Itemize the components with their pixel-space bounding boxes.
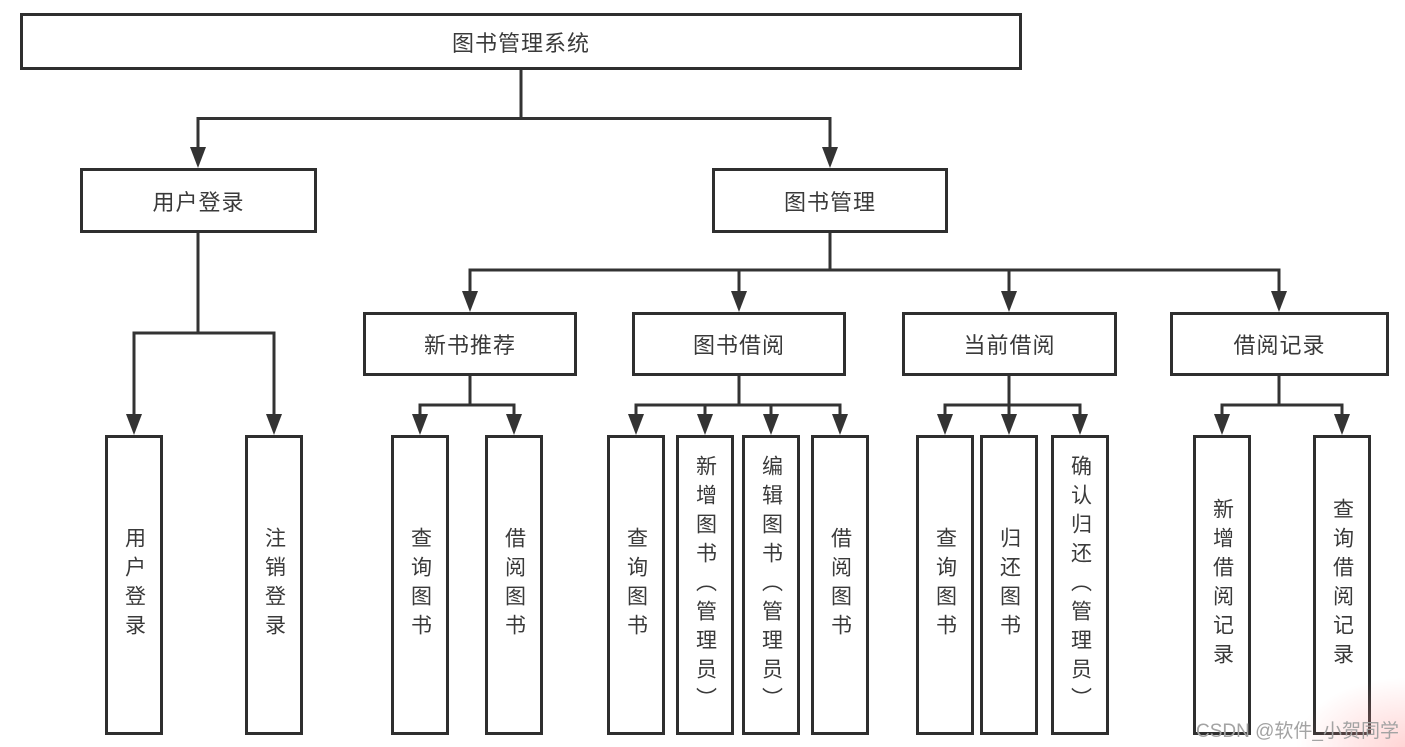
- leaf-query-books-borrowing: 查询图书: [607, 435, 665, 735]
- leaf-user-login: 用户登录: [105, 435, 163, 735]
- leaf-borrow-books-recommend-label: 借阅图书: [502, 527, 526, 643]
- leaf-return-book: 归还图书: [980, 435, 1038, 735]
- leaf-borrow-books-borrowing: 借阅图书: [811, 435, 869, 735]
- node-book-management: 图书管理: [712, 168, 948, 233]
- leaf-return-book-label: 归还图书: [997, 527, 1021, 643]
- leaf-add-book-admin: 新增图书（管理员）: [676, 435, 734, 735]
- leaf-query-borrow-record: 查询借阅记录: [1313, 435, 1371, 735]
- leaf-logout-label: 注销登录: [262, 527, 286, 643]
- leaf-borrow-books-recommend: 借阅图书: [485, 435, 543, 735]
- leaf-confirm-return-admin-label: 确认归还（管理员）: [1068, 454, 1092, 716]
- leaf-query-books-recommend: 查询图书: [391, 435, 449, 735]
- node-book-borrowing: 图书借阅: [632, 312, 846, 376]
- node-new-book-recommendation: 新书推荐: [363, 312, 577, 376]
- leaf-logout: 注销登录: [245, 435, 303, 735]
- leaf-query-books-current-label: 查询图书: [933, 527, 957, 643]
- node-library-management-system: 图书管理系统: [20, 13, 1022, 70]
- leaf-add-borrow-record-label: 新增借阅记录: [1210, 498, 1234, 672]
- leaf-query-books-recommend-label: 查询图书: [408, 527, 432, 643]
- node-borrowing-records: 借阅记录: [1170, 312, 1389, 376]
- leaf-query-borrow-record-label: 查询借阅记录: [1330, 498, 1354, 672]
- node-user-login: 用户登录: [80, 168, 317, 233]
- leaf-query-books-borrowing-label: 查询图书: [624, 527, 648, 643]
- leaf-edit-book-admin-label: 编辑图书（管理员）: [759, 454, 783, 716]
- node-current-borrowing: 当前借阅: [902, 312, 1117, 376]
- leaf-user-login-label: 用户登录: [122, 527, 146, 643]
- leaf-add-borrow-record: 新增借阅记录: [1193, 435, 1251, 735]
- watermark: CSDN @软件_小贺同学: [1196, 721, 1399, 742]
- leaf-edit-book-admin: 编辑图书（管理员）: [742, 435, 800, 735]
- leaf-confirm-return-admin: 确认归还（管理员）: [1051, 435, 1109, 735]
- leaf-add-book-admin-label: 新增图书（管理员）: [693, 454, 717, 716]
- leaf-borrow-books-borrowing-label: 借阅图书: [828, 527, 852, 643]
- leaf-query-books-current: 查询图书: [916, 435, 974, 735]
